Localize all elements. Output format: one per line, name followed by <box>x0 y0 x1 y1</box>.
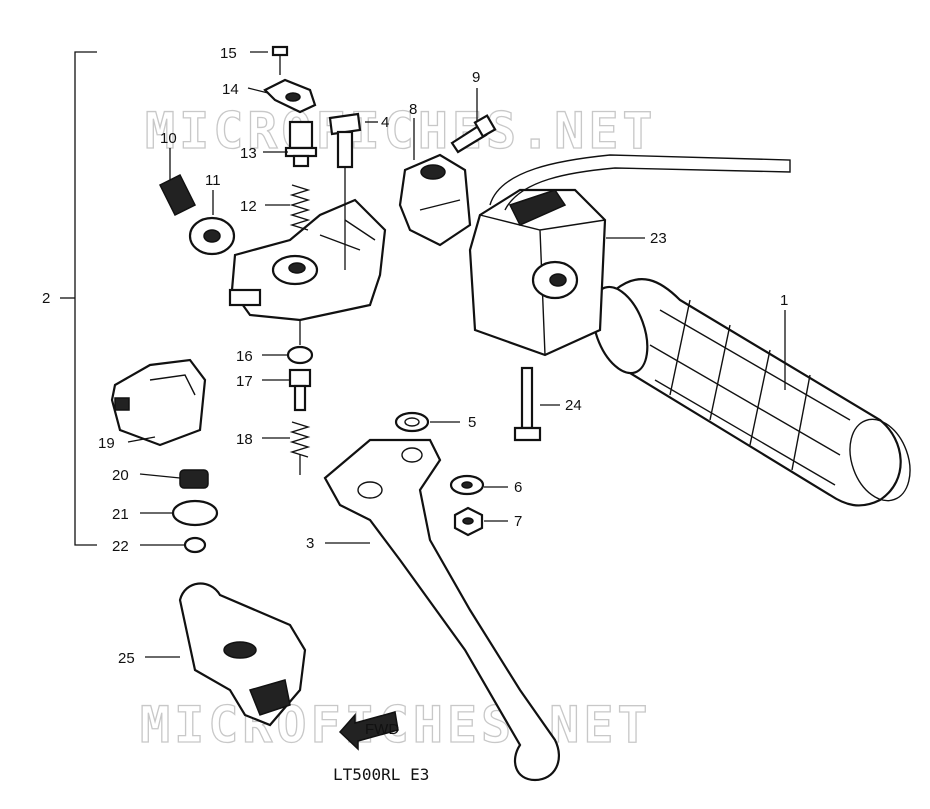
pin-part-17 <box>288 368 312 412</box>
callout-10: 10 <box>160 130 177 147</box>
callout-14: 14 <box>222 81 239 98</box>
callout-2: 2 <box>42 290 50 307</box>
callout-15: 15 <box>220 45 237 62</box>
pin-part-13 <box>284 120 318 168</box>
callout-22: 22 <box>112 538 129 555</box>
ring-part-22 <box>183 536 207 554</box>
spring-part-10 <box>158 173 197 217</box>
spring-part-18 <box>289 421 311 458</box>
clip-part-21 <box>171 499 219 527</box>
callout-18: 18 <box>236 431 253 448</box>
callout-12: 12 <box>240 198 257 215</box>
callout-19: 19 <box>98 435 115 452</box>
callouts: 15 14 13 4 8 9 10 11 12 23 1 2 16 17 18 … <box>42 45 788 667</box>
washer-part-6 <box>449 474 485 496</box>
callout-8: 8 <box>409 101 417 118</box>
callout-23: 23 <box>650 230 667 247</box>
callout-3: 3 <box>306 535 314 552</box>
spring-part-12 <box>289 184 311 231</box>
callout-17: 17 <box>236 373 253 390</box>
callout-11: 11 <box>205 172 221 189</box>
callout-9: 9 <box>472 69 480 86</box>
callout-25: 25 <box>118 650 135 667</box>
lever-part-3 <box>323 438 560 782</box>
switch-housing-part-23 <box>468 154 791 357</box>
callout-21: 21 <box>112 506 129 523</box>
washer-part-11 <box>188 216 236 256</box>
callout-6: 6 <box>514 479 522 496</box>
callout-24: 24 <box>565 397 582 414</box>
callout-7: 7 <box>514 513 522 530</box>
screw-part-24 <box>513 366 542 442</box>
grip-part-1 <box>591 278 911 507</box>
bolt-part-9 <box>450 114 497 154</box>
callout-4: 4 <box>381 114 389 131</box>
forward-arrow-label: FWD <box>365 721 399 738</box>
callout-16: 16 <box>236 348 253 365</box>
screw-part-15 <box>271 45 289 75</box>
switch-part-19 <box>110 358 207 447</box>
forward-arrow: FWD <box>338 711 399 751</box>
cap-part-16 <box>286 345 314 365</box>
clamp-part-8 <box>398 153 472 247</box>
leader-lines <box>127 51 786 658</box>
assembly-bracket <box>60 51 97 546</box>
housing-part-25 <box>178 582 307 727</box>
callout-13: 13 <box>240 145 257 162</box>
callout-1: 1 <box>780 292 788 309</box>
watermark-top: MICROFICHES.NET <box>145 102 657 160</box>
spring-part-20 <box>179 469 209 489</box>
callout-5: 5 <box>468 414 476 431</box>
bolt-part-4 <box>328 112 362 270</box>
diagram-caption: LT500RL E3 <box>333 765 429 784</box>
lever-bracket <box>228 198 387 322</box>
callout-20: 20 <box>112 467 129 484</box>
washer-part-5 <box>394 411 430 433</box>
nut-part-7 <box>453 506 484 537</box>
plate-part-14 <box>263 78 317 114</box>
